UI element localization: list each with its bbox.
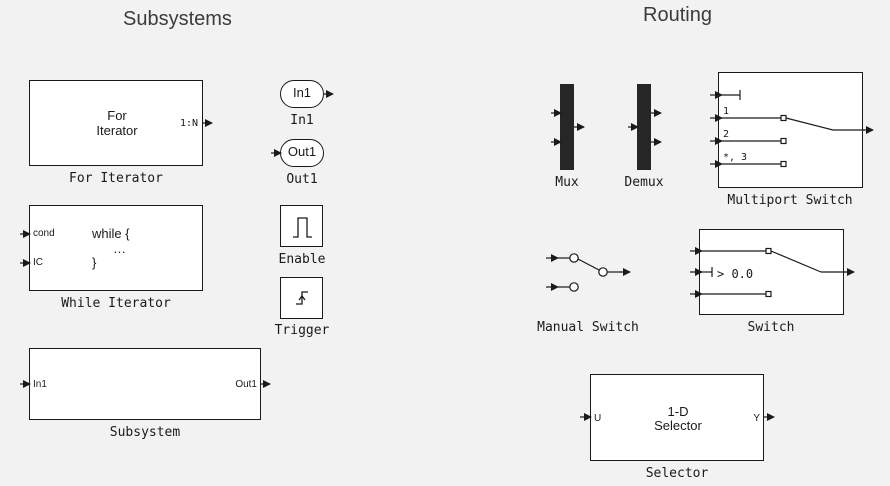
enable-label: Enable xyxy=(278,252,326,267)
section-title-routing: Routing xyxy=(643,4,712,26)
while-iterator-label: While Iterator xyxy=(61,296,171,311)
demux-block[interactable] xyxy=(637,84,651,170)
for-iterator-label: For Iterator xyxy=(69,171,163,186)
mux-block[interactable] xyxy=(560,84,574,170)
enable-block[interactable] xyxy=(280,205,323,247)
mux-label: Mux xyxy=(555,175,579,190)
for-iterator-port-out: 1:N xyxy=(179,118,198,129)
for-iterator-text-line2: Iterator xyxy=(96,123,138,138)
while-iterator-code-line1: while { xyxy=(92,226,130,241)
for-iterator-block[interactable]: For Iterator 1:N xyxy=(29,80,203,166)
demux-label: Demux xyxy=(624,175,664,190)
multiport-switch-port1: 1 xyxy=(723,106,730,117)
selector-label: Selector xyxy=(645,466,709,481)
multiport-switch-port3: *, 3 xyxy=(723,152,748,163)
while-iterator-code-line2: … xyxy=(113,241,126,256)
while-iterator-port-ic: IC xyxy=(33,257,43,268)
out1-block[interactable]: Out1 xyxy=(280,139,324,167)
subsystem-port-in: In1 xyxy=(33,379,47,390)
for-iterator-text-line1: For xyxy=(107,108,127,123)
section-title-subsystems: Subsystems xyxy=(123,8,232,30)
subsystem-port-out: Out1 xyxy=(235,379,257,390)
while-iterator-port-cond: cond xyxy=(33,228,55,239)
out1-text: Out1 xyxy=(287,144,317,159)
multiport-switch-label: Multiport Switch xyxy=(727,193,853,208)
selector-port-out: Y xyxy=(753,413,760,424)
manual-switch-label: Manual Switch xyxy=(537,320,639,335)
out1-label: Out1 xyxy=(286,172,318,187)
subsystem-block[interactable]: In1 Out1 xyxy=(29,348,261,420)
trigger-label: Trigger xyxy=(274,323,330,338)
subsystem-label: Subsystem xyxy=(109,425,181,440)
in1-text: In1 xyxy=(292,85,312,100)
while-iterator-code-line3: } xyxy=(92,255,97,270)
in1-block[interactable]: In1 xyxy=(280,80,324,108)
in1-label: In1 xyxy=(290,113,314,128)
switch-threshold: > 0.0 xyxy=(717,267,754,281)
switch-label: Switch xyxy=(747,320,795,335)
selector-text-line1: 1-D xyxy=(667,404,689,419)
enable-pulse-icon xyxy=(293,217,312,238)
trigger-edge-icon xyxy=(296,291,308,305)
selector-port-in: U xyxy=(594,413,602,424)
trigger-block[interactable] xyxy=(280,277,323,319)
multiport-switch-port2: 2 xyxy=(723,129,730,140)
selector-text-line2: Selector xyxy=(654,418,702,433)
while-iterator-block[interactable]: cond IC while { … } xyxy=(29,205,203,291)
